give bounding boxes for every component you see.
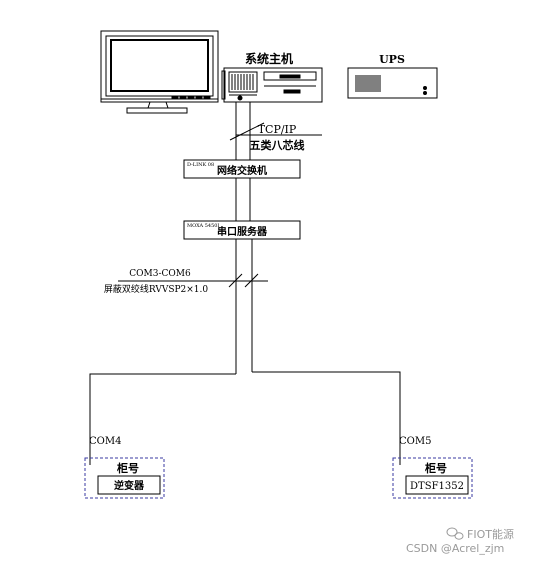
host-label: 系统主机	[245, 51, 293, 66]
inverter-label: 逆变器	[114, 479, 145, 492]
switch-label: 网络交换机	[217, 164, 267, 177]
shielded-cable-label: 屏蔽双绞线RVVSP2×1.0	[104, 283, 209, 295]
tcpip-label: TCP/IP	[258, 123, 297, 136]
monitor-icon	[100, 30, 219, 114]
cabinet-meter: 柜号 DTSF1352	[392, 457, 473, 499]
ups-icon	[347, 67, 438, 99]
watermark-line1: FIOT能源	[467, 527, 514, 541]
wechat-icon	[446, 527, 464, 540]
host-computer-icon	[221, 67, 323, 103]
com5-label: COM5	[399, 436, 431, 447]
watermark-line2: CSDN @Acrel_zjm	[406, 542, 504, 555]
cable-cat5-label: 五类八芯线	[250, 138, 305, 152]
serial-model-tag: MOXA 5450I	[187, 223, 219, 229]
cabinet1-title: 柜号	[116, 461, 139, 475]
cabinet-inverter: 柜号 逆变器	[84, 457, 165, 499]
watermark: FIOT能源 CSDN @Acrel_zjm	[406, 527, 514, 555]
switch-serial-lines	[235, 178, 251, 221]
serial-server-label: 串口服务器	[217, 225, 268, 238]
com-range-label: COM3-COM6	[129, 269, 191, 279]
com4-label: COM4	[89, 436, 121, 447]
network-switch-box: D-LINK 08 网络交换机	[183, 159, 301, 179]
field-bus-lines	[89, 239, 401, 465]
serial-server-box: MOXA 5450I 串口服务器	[183, 220, 301, 240]
host-switch-lines	[229, 102, 322, 160]
switch-model-tag: D-LINK 08	[187, 162, 214, 168]
meter-label: DTSF1352	[410, 481, 464, 492]
cabinet2-title: 柜号	[424, 461, 447, 475]
ups-label: UPS	[379, 53, 405, 66]
